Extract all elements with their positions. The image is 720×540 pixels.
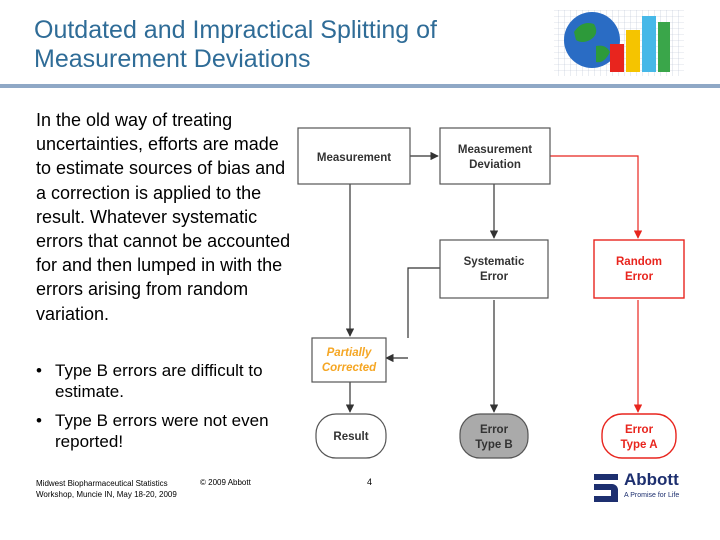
deviation-label-line-2: Deviation <box>469 159 521 171</box>
random-error-node: Random Error <box>593 239 685 299</box>
footer-line-2: Workshop, Muncie IN, May 18-20, 2009 <box>36 490 177 499</box>
deviation-label-line-1: Measurement <box>458 144 532 156</box>
globe-chart-logo <box>554 10 684 76</box>
bullet-text: Type B errors are difficult to estimate. <box>55 361 263 401</box>
typea-label-line-2: Type A <box>620 439 657 451</box>
partially-corrected-node: Partially Corrected <box>311 337 387 383</box>
result-node: Result <box>315 413 387 459</box>
connector-lines <box>345 151 643 413</box>
abbott-logo: Abbott A Promise for Life <box>594 470 704 506</box>
brand-name: Abbott <box>624 470 679 489</box>
measurement-label: Measurement <box>317 152 391 164</box>
title-line-2: Measurement Deviations <box>34 45 311 73</box>
slide-title: Outdated and Impractical Splitting of Me… <box>34 16 554 74</box>
random-label-line-2: Error <box>625 271 654 283</box>
title-line-1: Outdated and Impractical Splitting of <box>34 16 438 44</box>
typeb-label-line-2: Type B <box>475 439 513 451</box>
footer-line-1: Midwest Biopharmaceutical Statistics <box>36 479 168 488</box>
result-label: Result <box>333 431 368 443</box>
measurement-node: Measurement <box>297 127 411 185</box>
bullet-list: • Type B errors are difficult to estimat… <box>36 360 298 460</box>
error-type-a-node: Error Type A <box>601 413 677 459</box>
bullet-dot-icon: • <box>36 361 42 380</box>
partial-label-line-1: Partially <box>327 347 372 359</box>
bullet-item: • Type B errors are difficult to estimat… <box>36 360 298 402</box>
deviation-flow-diagram: Measurement Measurement Deviation System… <box>297 127 685 459</box>
bullet-text: Type B errors were not even reported! <box>55 411 269 451</box>
footer-copyright: © 2009 Abbott <box>200 478 251 487</box>
page-number: 4 <box>367 477 373 487</box>
random-label-line-1: Random <box>616 256 662 268</box>
partial-label-line-2: Corrected <box>322 362 377 374</box>
title-divider <box>0 84 720 88</box>
systematic-error-node: Systematic Error <box>439 239 549 299</box>
error-type-b-node: Error Type B <box>459 413 529 459</box>
typeb-label-line-1: Error <box>480 424 509 436</box>
bullet-item: • Type B errors were not even reported! <box>36 410 298 452</box>
brand-tagline: A Promise for Life <box>624 492 680 499</box>
footer-workshop: Midwest Biopharmaceutical Statistics Wor… <box>36 478 206 500</box>
typea-label-line-1: Error <box>625 424 654 436</box>
abbott-mark-icon <box>594 474 618 502</box>
measurement-deviation-node: Measurement Deviation <box>439 127 551 185</box>
systematic-label-line-2: Error <box>480 271 509 283</box>
systematic-label-line-1: Systematic <box>464 256 525 268</box>
body-paragraph: In the old way of treating uncertainties… <box>36 110 291 324</box>
bullet-dot-icon: • <box>36 411 42 430</box>
